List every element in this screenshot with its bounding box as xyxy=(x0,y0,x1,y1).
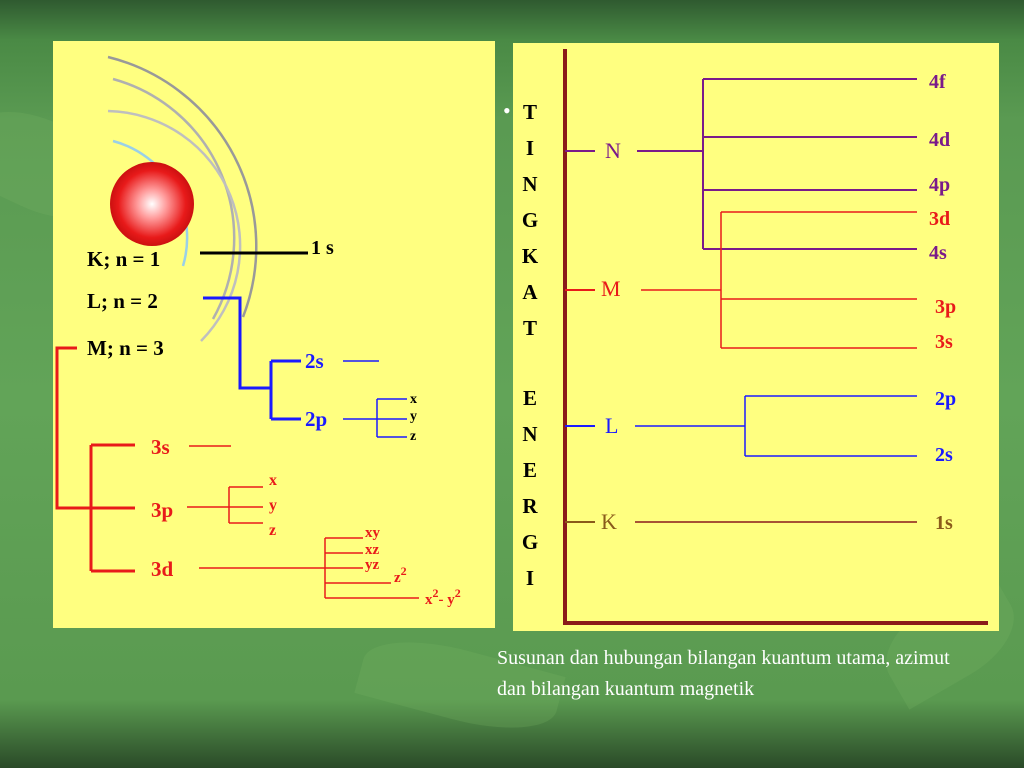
3d-label-x2-y2: x2- y2 xyxy=(425,586,461,608)
slide-caption: Susunan dan hubungan bilangan kuantum ut… xyxy=(497,647,950,700)
orbit-arc xyxy=(112,77,236,320)
svg-text:G: G xyxy=(522,208,538,232)
subshell-2p: 2p xyxy=(935,388,956,410)
3d-label-yz: yz xyxy=(365,557,380,573)
shell-k-label: K xyxy=(601,509,617,534)
subshell-3s: 3s xyxy=(935,331,953,353)
energy-level-diagram: T I N G K A T E N E R G I N 4f 4d 4p 4s xyxy=(513,43,999,631)
2p-axis-x: x xyxy=(410,392,417,407)
orbital-3d-label: 3d xyxy=(151,557,174,581)
axis-title-tingkat-energi: T I N G K A T E N E R G I xyxy=(522,100,539,590)
subshell-4s: 4s xyxy=(929,242,947,264)
svg-text:G: G xyxy=(522,530,538,554)
svg-text:T: T xyxy=(523,316,537,340)
2p-axis-y: y xyxy=(410,409,417,424)
shell-label-m: M; n = 3 xyxy=(87,336,164,360)
subshell-1s: 1s xyxy=(935,512,953,534)
orbital-1s-label: 1 s xyxy=(311,237,334,259)
3d-label-xz: xz xyxy=(365,542,380,558)
3p-axis-x: x xyxy=(269,472,277,489)
svg-text:E: E xyxy=(523,386,537,410)
orbit-arc-outer xyxy=(107,55,258,318)
svg-text:R: R xyxy=(522,494,538,518)
svg-text:E: E xyxy=(523,458,537,482)
m-connector xyxy=(55,346,91,510)
left-diagram-svg: K; n = 1 1 s L; n = 2 2s 2p x y z M; n =… xyxy=(55,55,461,608)
subshell-4p: 4p xyxy=(929,174,950,196)
orbital-3s-label: 3s xyxy=(151,435,170,459)
svg-text:N: N xyxy=(522,172,537,196)
l-connector xyxy=(203,296,271,390)
orbit-arc xyxy=(107,109,242,342)
3p-axis-y: y xyxy=(269,497,277,514)
3d-label-z2: z2 xyxy=(394,564,407,586)
svg-text:K: K xyxy=(522,244,539,268)
3p-axis-z: z xyxy=(269,522,276,539)
subshell-3d: 3d xyxy=(929,208,950,230)
energy-axis xyxy=(563,49,988,625)
svg-text:T: T xyxy=(523,100,537,124)
orbital-3p-label: 3p xyxy=(151,498,173,522)
subshell-2s: 2s xyxy=(935,444,953,466)
3d-label-xy: xy xyxy=(365,525,381,541)
shell-label-k: K; n = 1 xyxy=(87,247,160,271)
subshell-4d: 4d xyxy=(929,129,950,151)
atom-nucleus-icon xyxy=(110,162,194,246)
subshell-3p: 3p xyxy=(935,296,956,318)
shell-label-l: L; n = 2 xyxy=(87,289,158,313)
svg-text:I: I xyxy=(526,136,534,160)
shell-l-label: L xyxy=(605,413,618,438)
quantum-number-tree-diagram: K; n = 1 1 s L; n = 2 2s 2p x y z M; n =… xyxy=(53,41,495,628)
subshell-4f: 4f xyxy=(929,71,946,93)
svg-text:N: N xyxy=(522,422,537,446)
shell-n-label: N xyxy=(605,138,621,163)
orbital-2p-label: 2p xyxy=(305,407,327,431)
shell-m-label: M xyxy=(601,276,621,301)
2p-axis-z: z xyxy=(410,429,416,444)
svg-text:I: I xyxy=(526,566,534,590)
right-diagram-svg: T I N G K A T E N E R G I N 4f 4d 4p 4s xyxy=(522,49,988,625)
svg-text:A: A xyxy=(522,280,538,304)
orbital-2s-label: 2s xyxy=(305,349,324,373)
bullet-point: • xyxy=(503,98,511,123)
